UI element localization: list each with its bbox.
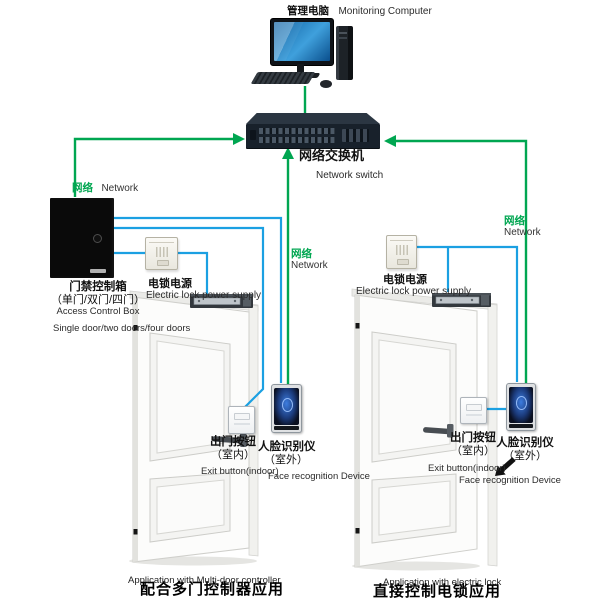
door-handle-plate bbox=[447, 424, 454, 438]
left-exit-button-label-en: Exit button(indoor) bbox=[201, 466, 279, 477]
face-outline-icon bbox=[281, 397, 293, 412]
left-magnetic-lock bbox=[190, 294, 253, 308]
left-face-label: 人脸识别仪 （室外） bbox=[258, 441, 316, 467]
psu-slot bbox=[156, 260, 169, 266]
exit-button-slot bbox=[465, 404, 482, 411]
right-psu-label-en: Electric lock power supply bbox=[356, 286, 472, 297]
door-handle-plate bbox=[240, 433, 247, 447]
door-hinge bbox=[355, 528, 360, 534]
door-panel-upper-inner bbox=[156, 340, 225, 454]
right-exit-button-label: 出门按钮 （室内） bbox=[450, 432, 496, 458]
access-control-box-device bbox=[50, 198, 114, 278]
door-leaf-edge bbox=[133, 297, 138, 562]
right-caption-zh: 直接控制电锁应用 bbox=[373, 583, 502, 600]
psu-detail bbox=[149, 242, 174, 243]
access-control-box-sublabel: Single door/two doors/four doors bbox=[53, 323, 191, 334]
keyboard-icon bbox=[250, 72, 316, 84]
exit-button-line bbox=[465, 414, 482, 416]
psu-vents bbox=[155, 247, 168, 257]
door-hinge bbox=[133, 325, 138, 331]
switch-uplink-ports bbox=[342, 129, 369, 142]
switch-label-en: Network switch bbox=[316, 170, 384, 181]
arrow-into-switch-right bbox=[384, 135, 396, 147]
exit-button-slot bbox=[233, 413, 250, 420]
left-electric-lock-power-supply bbox=[145, 237, 178, 270]
psu-detail bbox=[390, 240, 413, 241]
face-device-base bbox=[509, 424, 533, 428]
right-caption-en: Application with electric lock bbox=[383, 577, 502, 588]
computer-label-zh: 管理电脑 bbox=[287, 5, 329, 17]
wire-controlbox-to-left-exit-button bbox=[110, 226, 265, 408]
brand-mark bbox=[90, 269, 106, 273]
switch-body bbox=[246, 124, 380, 148]
wire-left-psu-to-lock bbox=[175, 251, 209, 294]
switch-ports-row bbox=[259, 137, 335, 143]
left-psu-label-zh: 电锁电源 bbox=[148, 278, 192, 290]
psu-slot bbox=[396, 259, 409, 265]
computer-tower-icon bbox=[336, 26, 353, 80]
wire-switch-to-controlbox bbox=[73, 137, 234, 197]
arrow-into-switch-bottom bbox=[282, 147, 294, 159]
door-panel-lower-inner bbox=[156, 479, 225, 535]
door-handle bbox=[212, 436, 243, 444]
left-caption-en: Application with Multi-door controller bbox=[128, 575, 281, 586]
switch-label-zh: 网络交换机 bbox=[299, 148, 365, 163]
face-outline-icon bbox=[516, 396, 527, 411]
right-exit-button-device[interactable] bbox=[460, 397, 487, 424]
network-switch-device bbox=[246, 113, 380, 148]
right-face-recognition-device bbox=[506, 383, 536, 431]
door-panel-upper-inner bbox=[378, 339, 451, 455]
door-panel-lower-inner bbox=[378, 480, 451, 536]
left-caption-zh: 配合多门控制器应用 bbox=[140, 581, 285, 598]
mouse-icon bbox=[320, 80, 332, 88]
left-exit-button-label: 出门按钮 （室内） bbox=[210, 436, 256, 462]
left-face-label-en: Face recognition Device bbox=[268, 471, 370, 482]
tower-vent bbox=[339, 32, 347, 34]
door-handle bbox=[423, 427, 453, 435]
left-exit-button-device[interactable] bbox=[228, 406, 255, 434]
right-exit-button-label-en: Exit button(indoor) bbox=[428, 463, 506, 474]
computer-label-en: Monitoring Computer bbox=[338, 6, 432, 17]
switch-top-face bbox=[246, 113, 380, 124]
left-face-recognition-device bbox=[271, 384, 302, 433]
switch-led-panel bbox=[250, 130, 256, 140]
left-psu-label-en: Electric lock power supply bbox=[146, 290, 262, 301]
monitor-screen bbox=[274, 22, 330, 61]
right-door bbox=[351, 288, 498, 571]
wire-switch-to-right-face-device bbox=[396, 139, 528, 384]
door-post bbox=[487, 303, 498, 567]
network-label-right: 网络 Network bbox=[504, 215, 541, 239]
monitor-icon bbox=[270, 18, 334, 66]
door-leaf-edge bbox=[355, 295, 360, 567]
right-electric-lock-power-supply bbox=[386, 235, 417, 269]
network-label-left: 网络 Network bbox=[72, 182, 139, 194]
door-hinge bbox=[133, 529, 138, 535]
right-psu-label-zh: 电锁电源 bbox=[383, 274, 427, 286]
door-shadow bbox=[352, 561, 480, 571]
exit-button-line bbox=[233, 423, 250, 425]
door-hinge bbox=[355, 323, 360, 329]
signal-wires bbox=[110, 216, 519, 411]
face-device-base bbox=[274, 426, 299, 430]
network-wires bbox=[73, 86, 528, 385]
computer-label: 管理电脑 Monitoring Computer bbox=[287, 1, 432, 19]
left-door bbox=[129, 290, 259, 566]
callout-arrow-icon bbox=[495, 457, 516, 476]
monitoring-computer bbox=[250, 14, 357, 92]
right-face-label-en: Face recognition Device bbox=[459, 475, 561, 486]
network-label-middle: 网络 Network bbox=[291, 248, 328, 272]
psu-vents bbox=[395, 245, 408, 255]
switch-ports-row bbox=[259, 128, 335, 134]
right-magnetic-lock bbox=[432, 293, 491, 307]
monitor-stand bbox=[297, 64, 304, 74]
right-face-label: 人脸识别仪 （室外） bbox=[496, 437, 554, 463]
access-control-box-label: 门禁控制箱 （单门/双门/四门） Access Control Box bbox=[50, 281, 146, 317]
arrow-into-switch-left bbox=[233, 133, 245, 145]
wire-controlbox-to-left-face-device bbox=[110, 216, 283, 383]
face-device-screen bbox=[274, 388, 299, 425]
control-box-button[interactable] bbox=[93, 234, 102, 243]
face-device-screen bbox=[509, 387, 533, 423]
tower-vent bbox=[339, 37, 347, 39]
